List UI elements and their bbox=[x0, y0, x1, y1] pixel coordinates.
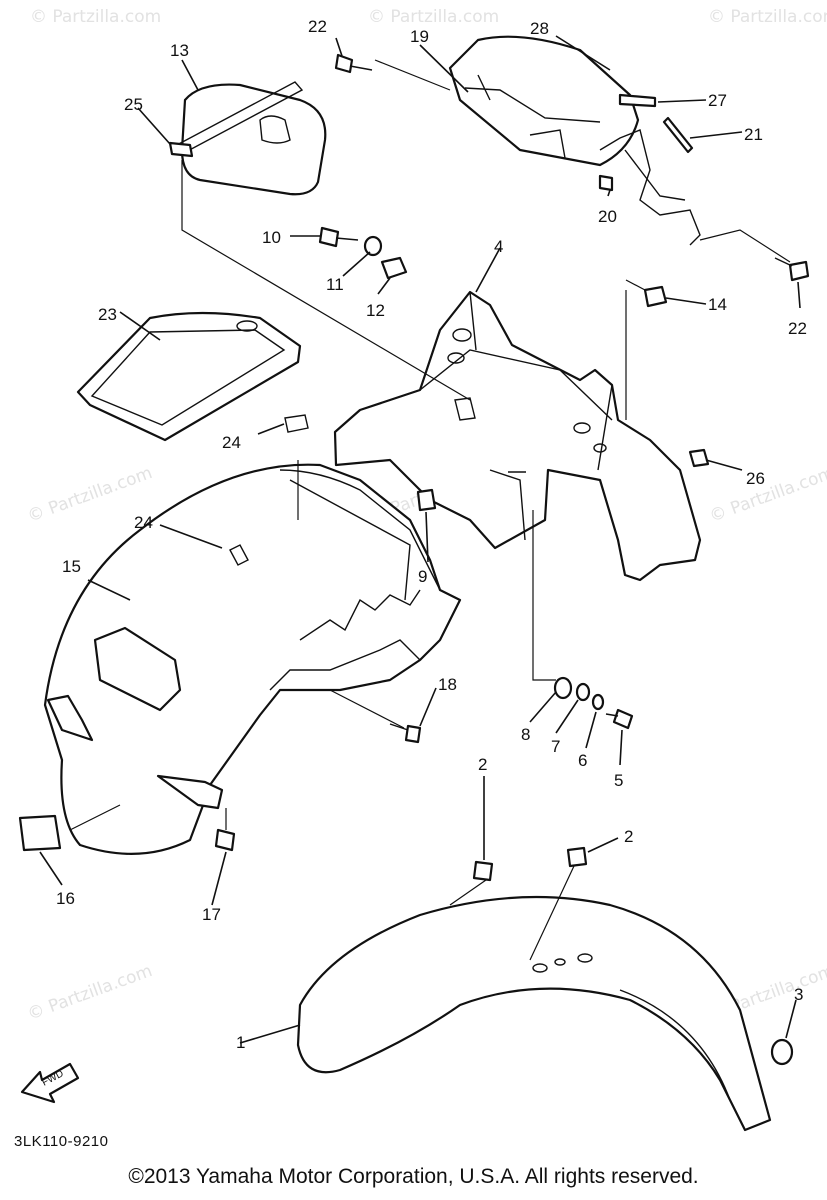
callout-20: 20 bbox=[598, 207, 617, 226]
watermark: © Partzilla.com bbox=[30, 7, 161, 27]
part-4-rear-frame bbox=[333, 290, 702, 582]
callout-2: 2 bbox=[624, 827, 633, 846]
part-13-tool-case bbox=[173, 81, 327, 196]
callout-labels: 1 2 2 3 4 5 6 7 8 9 10 11 12 13 14 15 16… bbox=[56, 17, 807, 1052]
callout-18: 18 bbox=[438, 675, 457, 694]
callout-4: 4 bbox=[494, 237, 503, 256]
callout-16: 16 bbox=[56, 889, 75, 908]
callout-8: 8 bbox=[521, 725, 530, 744]
callout-15: 15 bbox=[62, 557, 81, 576]
callout-27: 27 bbox=[708, 91, 727, 110]
part-15-rear-fender bbox=[43, 414, 462, 855]
part-16-reflector bbox=[18, 814, 62, 852]
callout-22: 22 bbox=[308, 17, 327, 36]
callout-26: 26 bbox=[746, 469, 765, 488]
callout-19: 19 bbox=[410, 27, 429, 46]
diagram-code: 3LK110-9210 bbox=[14, 1133, 109, 1150]
part-23-plate-bracket bbox=[76, 311, 302, 442]
callout-13: 13 bbox=[170, 41, 189, 60]
callout-6: 6 bbox=[578, 751, 587, 770]
callout-11: 11 bbox=[326, 275, 344, 294]
watermark: © Partzilla.com bbox=[707, 463, 827, 527]
callout-24: 24 bbox=[134, 513, 153, 532]
watermark: © Partzilla.com bbox=[368, 7, 499, 27]
part-1-front-fender bbox=[296, 895, 772, 1132]
leader-lines bbox=[39, 35, 801, 1044]
callout-12: 12 bbox=[366, 301, 385, 320]
callout-23: 23 bbox=[98, 305, 117, 324]
forward-direction-arrow: FWD bbox=[20, 1062, 80, 1104]
watermark: © Partzilla.com bbox=[25, 961, 155, 1025]
callout-1: 1 bbox=[236, 1033, 245, 1052]
callout-2: 2 bbox=[478, 755, 487, 774]
watermark: © Partzilla.com bbox=[708, 7, 827, 27]
callout-22: 22 bbox=[788, 319, 807, 338]
callout-24: 24 bbox=[222, 433, 241, 452]
callout-17: 17 bbox=[202, 905, 221, 924]
callout-25: 25 bbox=[124, 95, 143, 114]
callout-3: 3 bbox=[794, 985, 803, 1004]
callout-28: 28 bbox=[530, 19, 549, 38]
callout-21: 21 bbox=[744, 125, 763, 144]
copyright-notice: ©2013 Yamaha Motor Corporation, U.S.A. A… bbox=[128, 1165, 699, 1188]
callout-9: 9 bbox=[418, 567, 427, 586]
callout-14: 14 bbox=[708, 295, 727, 314]
part-19-rear-cover bbox=[448, 35, 701, 246]
callout-10: 10 bbox=[262, 228, 281, 247]
hardware-parts bbox=[168, 53, 810, 1066]
callout-7: 7 bbox=[551, 737, 560, 756]
callout-5: 5 bbox=[614, 771, 623, 790]
